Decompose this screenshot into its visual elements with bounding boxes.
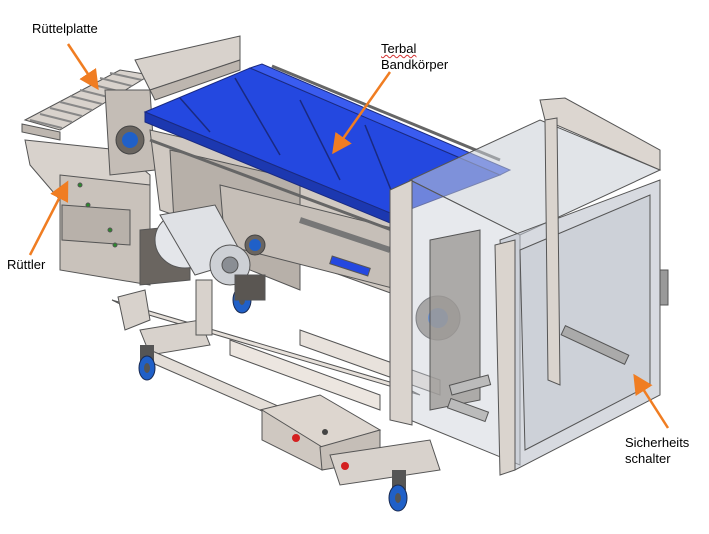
label-terbal-line1: Terbal [381, 41, 417, 56]
base-frame [111, 279, 441, 486]
guide-rails [149, 64, 501, 237]
label-sicherheitsschalter: Sicherheits schalter [625, 435, 689, 467]
arrow-sicherheitsschalter [633, 373, 670, 429]
label-ruettelplatte: Rüttelplatte [32, 21, 98, 36]
drive-motor [154, 204, 266, 301]
callout-arrows [28, 43, 670, 429]
belt-body [143, 63, 512, 226]
label-ruettler: Rüttler [7, 257, 46, 272]
safety-cabinet [389, 97, 669, 476]
label-sicherheits-line2: schalter [625, 451, 671, 466]
drive-hub-mid [244, 234, 266, 256]
bolt-1 [322, 429, 328, 435]
caster-wheel-front [388, 470, 408, 512]
caster-wheel-left [138, 345, 156, 381]
arrow-ruettler [28, 180, 69, 256]
label-terbal-line2: Bandkörper [381, 57, 449, 72]
red-marker-1 [292, 434, 300, 442]
red-marker-2 [341, 462, 349, 470]
label-sicherheits-line1: Sicherheits [625, 435, 690, 450]
drive-hub-left [115, 125, 145, 155]
arrow-bandkoerper [332, 71, 392, 155]
label-terbal: Terbal Bandkörper [381, 41, 448, 73]
arrow-ruettelplatte [66, 43, 99, 91]
